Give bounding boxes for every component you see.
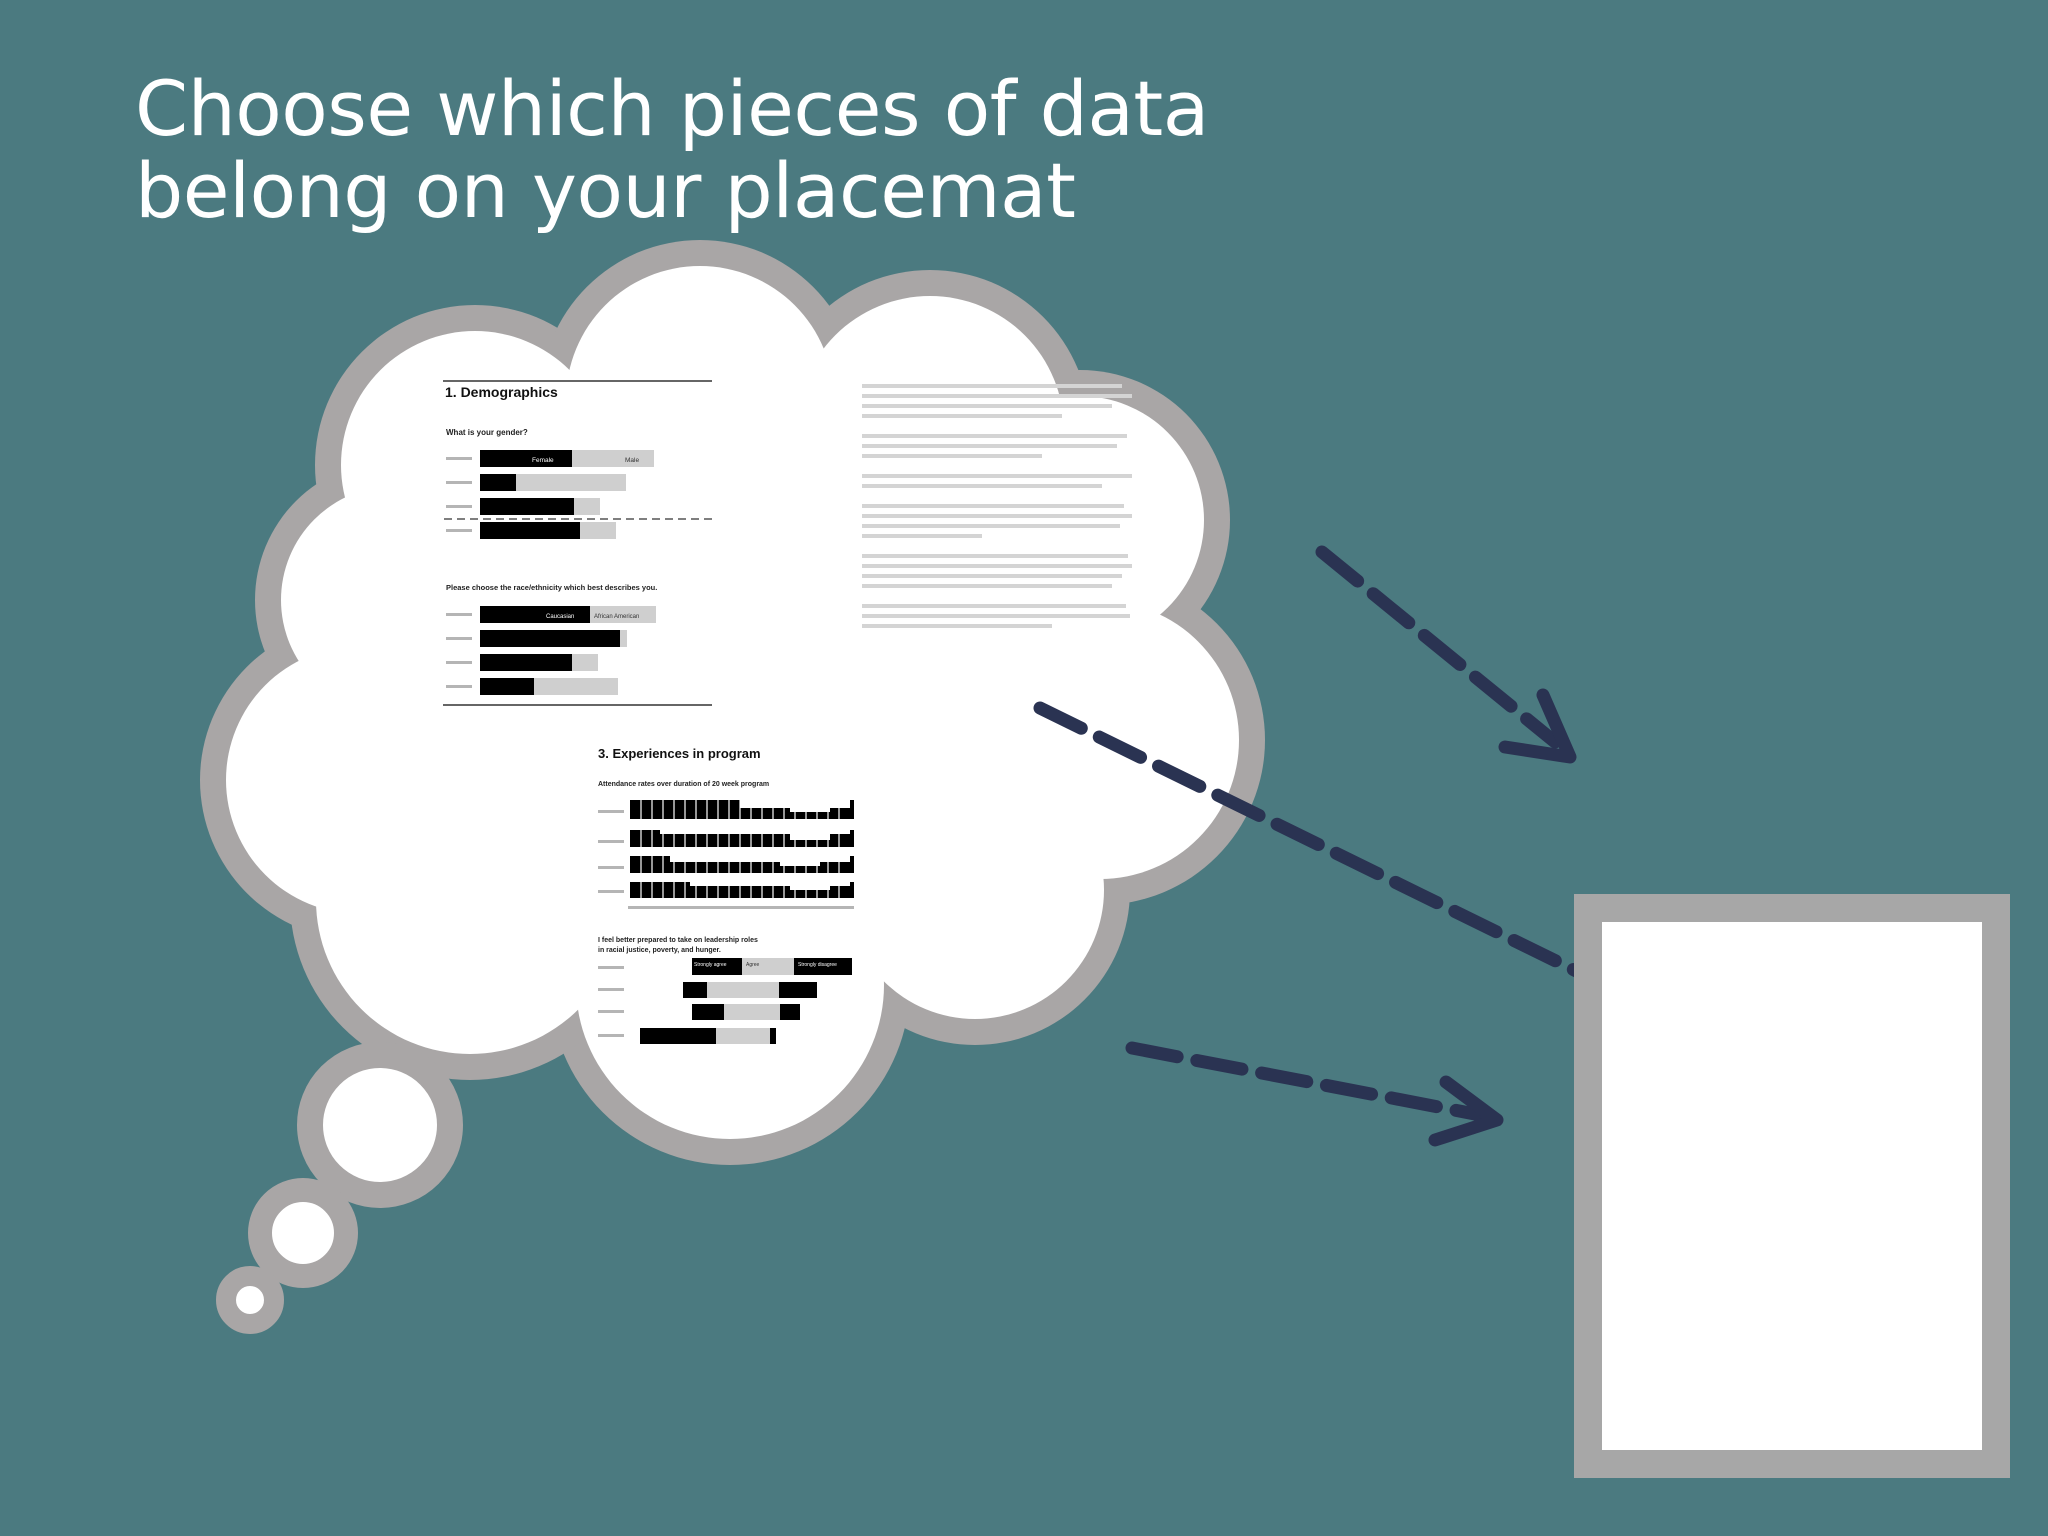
leadership-bars [640,982,817,1044]
leadership-title-line-2: in racial justice, poverty, and hunger. [598,947,721,954]
attendance-row-labels [598,810,854,909]
gender-question: What is your gender? [446,428,528,437]
legend-strongly-disagree: Strongly disagree [798,962,837,968]
attendance-title: Attendance rates over duration of 20 wee… [598,781,769,788]
cloud-fill [226,266,1239,1139]
race-right-label: African American [594,614,639,620]
legend-agree: Agree [746,962,760,968]
placemat [1574,894,2010,1478]
arrow-from-experiences [1125,1041,1504,1147]
race-bars: Caucasian African American [446,606,656,695]
gender-right-label: Male [625,457,639,464]
gender-bars: Female Male [444,450,712,539]
arrow-from-text-column [1315,545,1577,764]
thought-bubble-small [216,1266,284,1334]
attendance-bar-ticks [640,800,840,898]
legend-strongly-agree: Strongly agree [694,962,727,968]
race-left-label: Caucasian [546,614,574,620]
demographics-heading: 1. Demographics [445,384,558,400]
slide-title: Choose which pieces of data belong on yo… [135,68,1209,232]
leadership-title-line-1: I feel better prepared to take on leader… [598,937,758,944]
slide-title-line-2: belong on your placemat [135,146,1076,235]
gender-left-label: Female [532,457,554,464]
leadership-legend: Strongly agree Agree Strongly disagree [692,958,852,975]
thought-bubble-medium [248,1178,358,1288]
demographics-section: 1. Demographics What is your gender? Fem… [443,380,712,706]
experiences-section: 3. Experiences in program Attendance rat… [598,746,854,1044]
blurred-text-column [862,384,1132,628]
thought-bubble-large [297,1042,463,1208]
thought-cloud [200,240,1265,1334]
slide-title-line-1: Choose which pieces of data [135,64,1209,153]
leadership-row-labels [598,966,624,1037]
race-question: Please choose the race/ethnicity which b… [446,583,657,592]
experiences-heading: 3. Experiences in program [598,746,761,761]
